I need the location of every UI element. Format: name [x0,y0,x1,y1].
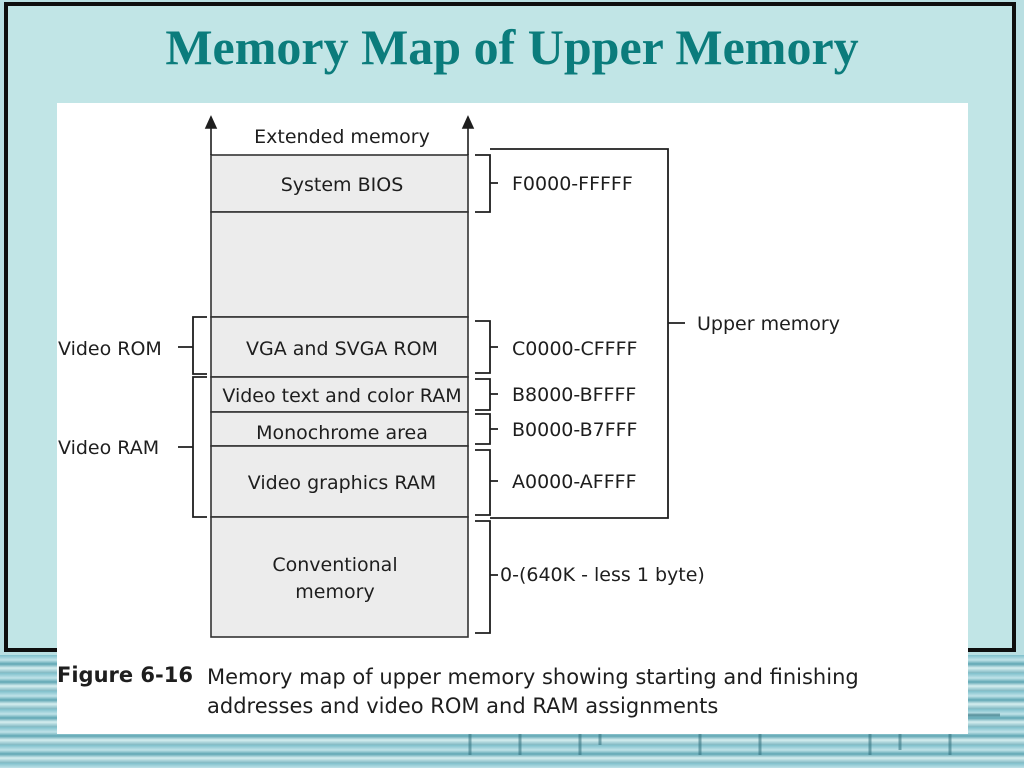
memory-map-diagram: Extended memory System BIOS VGA and SVGA… [58,115,840,638]
block-conventional-memory [210,516,469,638]
block-system-bios [210,154,469,213]
address-monochrome: B0000-B7FFF [512,419,637,441]
bracket-video-text-ram [475,378,498,411]
bracket-upper-memory [490,148,685,519]
block-unused-region [210,211,469,318]
bracket-conventional [475,520,498,634]
label-video-ram: Video RAM [58,437,159,459]
block-vga-rom [210,316,469,378]
address-conventional: 0-(640K - less 1 byte) [500,564,705,586]
bracket-system-bios [475,154,498,213]
page-title: Memory Map of Upper Memory [165,19,859,75]
label-conventional-line2: memory [295,581,374,603]
label-monochrome-area: Monochrome area [256,422,428,444]
bracket-video-ram [178,376,207,518]
figure-caption: Figure 6-16 Memory map of upper memory s… [57,659,968,719]
label-video-graphics-ram: Video graphics RAM [248,472,436,494]
bracket-video-rom [178,316,207,375]
figure-panel: Extended memory System BIOS VGA and SVGA… [57,103,968,734]
figure-label: Figure 6-16 [57,663,193,687]
figure-caption-text: Memory map of upper memory showing start… [207,665,859,718]
label-conventional-line1: Conventional [272,554,397,576]
label-extended-memory: Extended memory [254,126,430,148]
label-vga-rom: VGA and SVGA ROM [246,338,438,360]
address-vga-rom: C0000-CFFFF [512,338,637,360]
arrowhead-left [204,115,218,129]
address-system-bios: F0000-FFFFF [512,173,633,195]
label-video-text-ram: Video text and color RAM [222,385,461,407]
label-upper-memory: Upper memory [697,313,840,335]
arrowhead-right [461,115,475,129]
bracket-vga-rom [475,320,498,374]
label-system-bios: System BIOS [281,174,404,196]
bracket-video-graphics [475,449,498,516]
block-video-text-ram [210,376,469,413]
bracket-monochrome [475,413,498,445]
address-video-graphics: A0000-AFFFF [512,471,637,493]
address-video-text-ram: B8000-BFFFF [512,384,636,406]
label-video-rom: Video ROM [58,338,162,360]
